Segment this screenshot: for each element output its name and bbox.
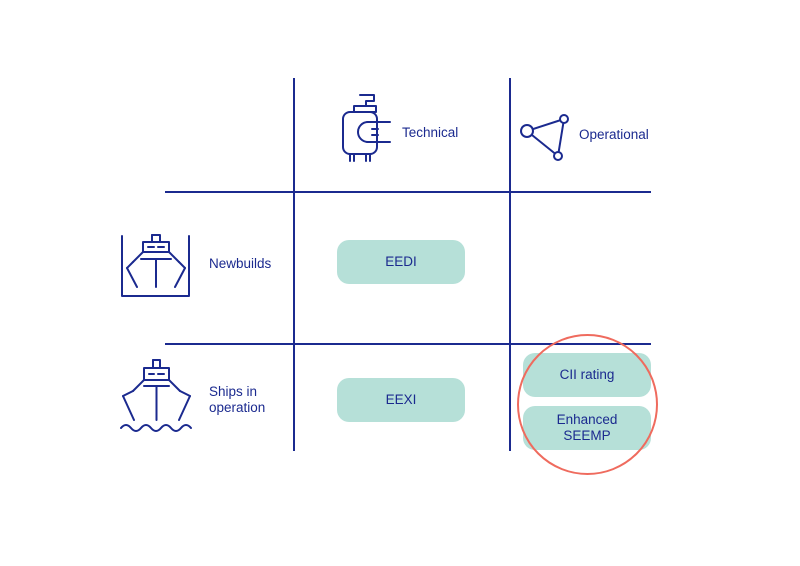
grid-horizontal-line-bottom bbox=[165, 343, 651, 345]
column-header-operational: Operational bbox=[579, 127, 649, 142]
row-label-line1: Ships in bbox=[209, 384, 258, 399]
ship-on-waves-icon bbox=[118, 358, 194, 432]
cell-eedi: EEDI bbox=[337, 240, 465, 284]
grid-horizontal-line-top bbox=[165, 191, 651, 193]
grid-vertical-line-right bbox=[509, 78, 511, 451]
ship-in-dock-icon bbox=[119, 232, 193, 300]
row-label-newbuilds: Newbuilds bbox=[209, 256, 272, 271]
engine-wrench-icon bbox=[340, 92, 392, 164]
column-header-technical: Technical bbox=[402, 125, 459, 140]
cell-eexi: EEXI bbox=[337, 378, 465, 422]
row-label-ships-in-operation: Ships in operation bbox=[209, 384, 265, 416]
row-label-line2: operation bbox=[209, 400, 266, 415]
grid-vertical-line-left bbox=[293, 78, 295, 451]
highlight-circle bbox=[517, 334, 658, 475]
node-triangle-icon bbox=[518, 113, 572, 163]
